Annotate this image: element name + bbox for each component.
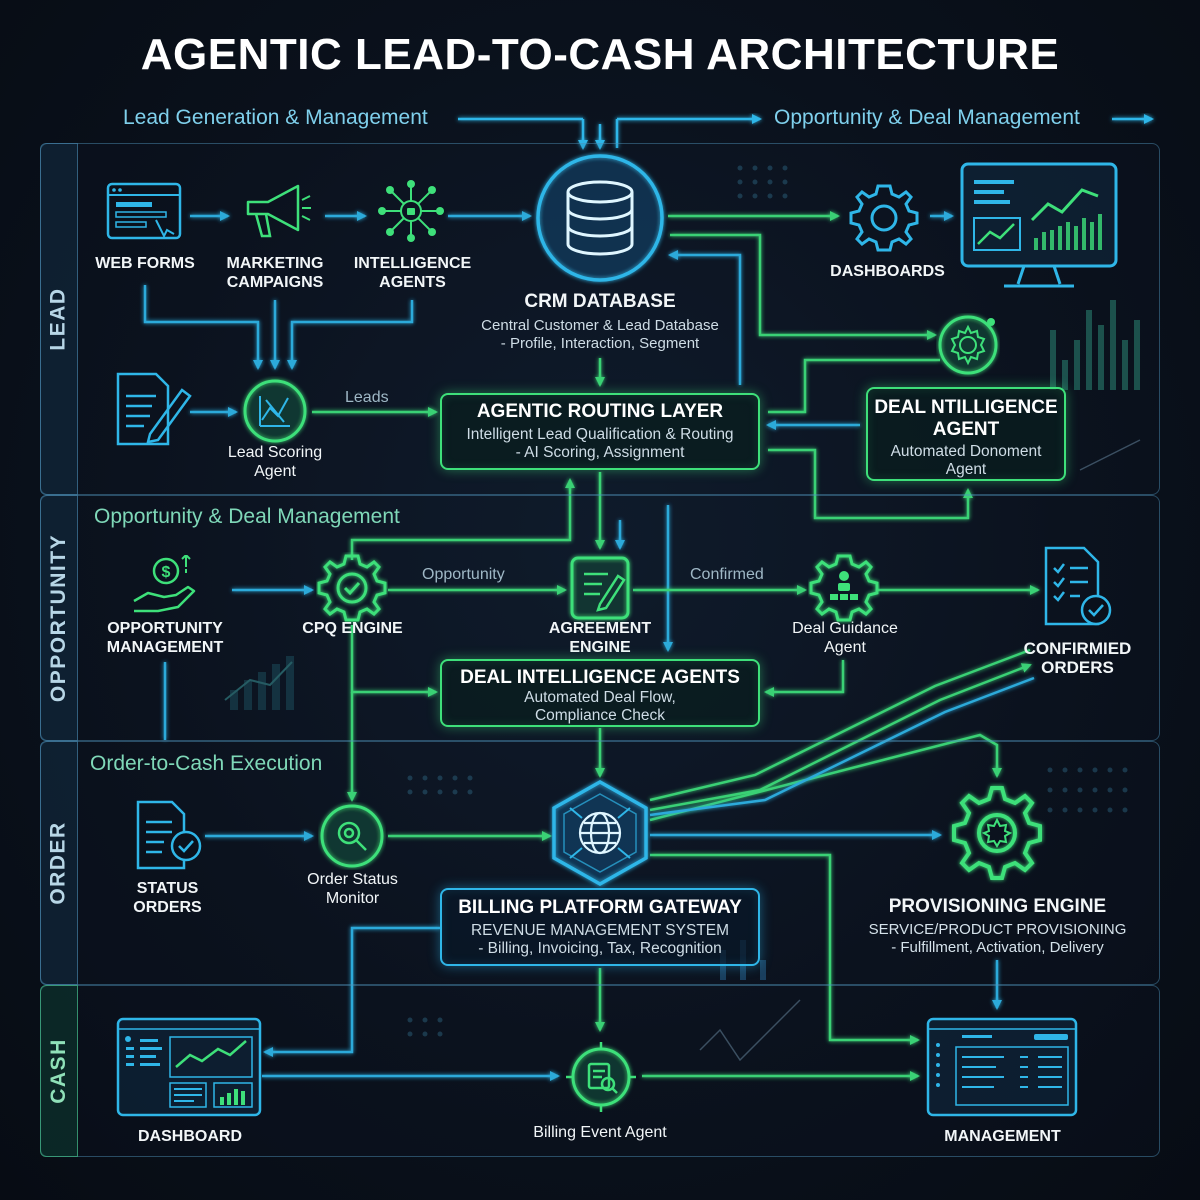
billing-event-icon	[566, 1042, 636, 1112]
provisioning-desc-2: - Fulfillment, Activation, Delivery	[891, 939, 1104, 956]
deal-ntel-desc-1: Automated Donoment	[890, 443, 1042, 460]
edge-label-confirmed: Confirmed	[690, 566, 764, 583]
edge-label-opportunity: Opportunity	[422, 566, 505, 583]
routing-desc-1: Intelligent Lead Qualification & Routing	[466, 426, 734, 443]
band-tab-opportunity: OPPORTUNITY	[40, 495, 78, 741]
scoring-icon	[243, 379, 307, 443]
provisioning-gear-icon	[952, 786, 1042, 880]
checklist-icon	[1044, 546, 1112, 626]
web-forms-label: WEB FORMS	[95, 255, 195, 272]
deal-ntelligence-agent: DEAL NTILLIGENCE AGENT Automated Donomen…	[866, 387, 1066, 481]
svg-text:$: $	[162, 564, 171, 581]
document-pen-icon	[116, 372, 192, 446]
billing-event-agent-label: Billing Event Agent	[533, 1124, 667, 1141]
crm-database-desc-2: - Profile, Interaction, Segment	[500, 335, 700, 352]
page-title: AGENTIC LEAD-TO-CASH ARCHITECTURE	[140, 30, 1060, 79]
database-icon	[536, 154, 664, 282]
routing-desc-2: - AI Scoring, Assignment	[515, 444, 685, 461]
provisioning-desc-1: SERVICE/PRODUCT PROVISIONING	[868, 921, 1127, 938]
crm-database-desc-1: Central Customer & Lead Database	[481, 317, 719, 334]
agent-gear-icon	[938, 315, 998, 375]
management-window-icon	[926, 1017, 1078, 1117]
cpq-engine-label: CPQ ENGINE	[302, 620, 403, 637]
agentic-routing-layer: AGENTIC ROUTING LAYER Intelligent Lead Q…	[440, 393, 760, 470]
guidance-gear-icon	[809, 554, 879, 622]
agreement-doc-icon	[570, 556, 630, 620]
flow-label-opp-deal: Opportunity & Deal Management	[774, 106, 1080, 129]
billing-title: BILLING PLATFORM GATEWAY	[458, 897, 742, 918]
section-label-order: Order-to-Cash Execution	[90, 752, 323, 775]
web-form-icon	[106, 182, 182, 240]
section-label-opportunity: Opportunity & Deal Management	[94, 505, 400, 528]
monitor-chart-icon	[960, 162, 1118, 288]
status-doc-icon	[136, 800, 202, 870]
deal-intelligence-agents: DEAL INTELLIGENCE AGENTS Automated Deal …	[440, 659, 760, 727]
dashboard-window-icon	[116, 1017, 262, 1117]
decor-bars	[224, 165, 1141, 1062]
band-tab-cash: CASH	[40, 985, 78, 1157]
deal-ntel-title-2: AGENT	[932, 419, 1000, 440]
band-tab-lead: LEAD	[40, 143, 78, 495]
flow-label-lead-gen: Lead Generation & Management	[123, 106, 428, 129]
dia-desc-1: Automated Deal Flow,	[524, 689, 676, 706]
deal-ntel-desc-2: Agent	[945, 461, 987, 478]
gear-check-icon	[317, 554, 387, 622]
edge-label-leads: Leads	[345, 389, 389, 406]
management-label: MANAGEMENT	[944, 1128, 1061, 1145]
crm-database-title: CRM DATABASE	[524, 291, 676, 312]
dia-title: DEAL INTELLIGENCE AGENTS	[460, 667, 740, 688]
routing-title: AGENTIC ROUTING LAYER	[476, 401, 724, 422]
dashboards-label: DASHBOARDS	[830, 263, 945, 280]
dia-desc-2: Compliance Check	[534, 707, 666, 724]
money-hand-icon: $	[133, 555, 196, 613]
billing-platform-gateway: BILLING PLATFORM GATEWAY REVENUE MANAGEM…	[440, 888, 760, 966]
billing-desc-2: - Billing, Invoicing, Tax, Recognition	[478, 940, 722, 957]
provisioning-engine-title: PROVISIONING ENGINE	[888, 896, 1107, 917]
network-icon	[378, 180, 444, 242]
gear-icon	[849, 184, 919, 252]
globe-hex-icon	[552, 779, 648, 887]
band-tab-order: ORDER	[40, 741, 78, 985]
megaphone-icon	[246, 184, 311, 238]
dashboard-label: DASHBOARD	[138, 1128, 242, 1145]
deal-ntel-title-1: DEAL NTILLIGENCE	[874, 397, 1058, 418]
billing-desc-1: REVENUE MANAGEMENT SYSTEM	[470, 922, 730, 939]
search-gear-icon	[320, 804, 384, 868]
